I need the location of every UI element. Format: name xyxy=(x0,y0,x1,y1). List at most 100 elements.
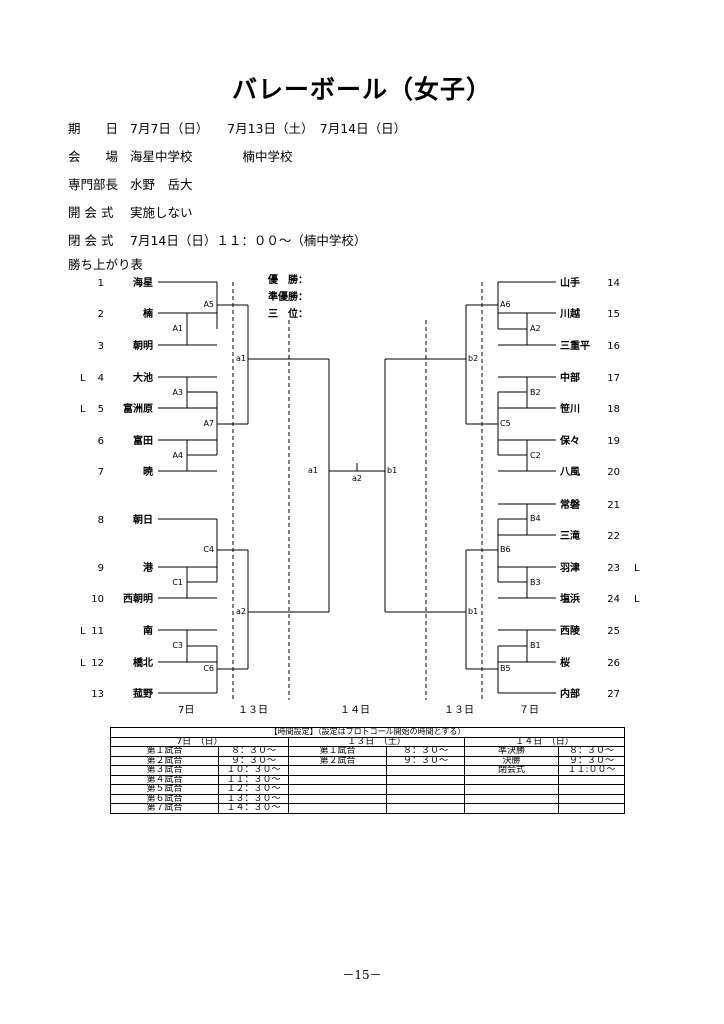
team-number: 22 xyxy=(607,531,620,542)
schedule-cell: 閉会式 xyxy=(464,765,559,776)
team-name: 中部 xyxy=(560,371,580,384)
team-mark: L xyxy=(80,373,86,384)
match-label: B2 xyxy=(530,388,541,397)
team-number: 20 xyxy=(607,467,620,478)
schedule-cell: １１：３０～ xyxy=(218,774,289,785)
bracket-title: 勝ち上がり表 xyxy=(68,257,144,272)
schedule-cell xyxy=(386,765,465,776)
place-third: 三 位： xyxy=(268,307,308,320)
schedule-cell xyxy=(557,784,626,795)
schedule-cell xyxy=(288,765,387,776)
day-divider-lines xyxy=(232,282,483,700)
team-name: 橋北 xyxy=(133,656,153,669)
team-name: 大池 xyxy=(133,371,153,384)
match-label: a2 xyxy=(236,607,246,616)
schedule-cell: 決勝 xyxy=(464,755,559,766)
schedule-cell: 第５試合 xyxy=(110,784,219,795)
match-label: A2 xyxy=(530,324,541,333)
place-runner-up: 準優勝： xyxy=(268,290,308,303)
day-label: １３日 xyxy=(238,705,268,716)
team-name: 川越 xyxy=(559,307,581,320)
info-date: 期 日 7月7日（日） 7月13日（土） 7月14日（日） xyxy=(68,118,406,137)
match-label: b1 xyxy=(468,607,478,616)
schedule-cell xyxy=(464,793,559,804)
match-label: C6 xyxy=(203,664,214,673)
day-label: １４日 xyxy=(340,705,370,716)
bracket-lines xyxy=(158,281,556,694)
schedule-day-header: １３日 （土） xyxy=(288,736,465,747)
schedule-cell: ８：３０～ xyxy=(557,746,626,757)
schedule-cell xyxy=(557,803,626,814)
schedule-cell xyxy=(386,784,465,795)
team-number: 23 xyxy=(607,563,620,574)
match-label: a2 xyxy=(352,474,362,483)
schedule-cell xyxy=(288,784,387,795)
team-name: 富洲原 xyxy=(123,402,153,415)
team-number: 4 xyxy=(98,373,104,384)
schedule-cell: 第４試合 xyxy=(110,774,219,785)
info-label: 期 日 xyxy=(68,121,119,136)
schedule-cell xyxy=(288,774,387,785)
match-label: B1 xyxy=(530,641,541,650)
team-name: 三滝 xyxy=(560,529,580,542)
schedule-cell: ８：３０～ xyxy=(218,746,289,757)
team-number: 15 xyxy=(607,309,620,320)
schedule-cell xyxy=(288,793,387,804)
info-label: 閉 会 式 xyxy=(68,233,114,248)
schedule-cell xyxy=(386,803,465,814)
schedule-cell: 第１試合 xyxy=(110,746,219,757)
team-number: 11 xyxy=(91,626,104,637)
match-label: C2 xyxy=(530,451,541,460)
team-number: 27 xyxy=(607,689,620,700)
schedule-table: 【時間設定】（設定はプロトコール開始の時間とする） 7日 （日） １３日 （土）… xyxy=(109,727,626,814)
info-value: 7月14日（日）１１：００～（楠中学校） xyxy=(130,233,367,248)
day-label: １３日 xyxy=(444,705,474,716)
team-name: 山手 xyxy=(560,276,580,289)
team-name: 楠 xyxy=(142,307,153,320)
match-label: A1 xyxy=(172,324,183,333)
schedule-cell: １２：３０～ xyxy=(218,784,289,795)
team-number: 21 xyxy=(607,500,620,511)
info-label: 会 場 xyxy=(68,149,119,164)
team-number: 18 xyxy=(607,404,620,415)
schedule-header-row: 7日 （日） １３日 （土） １４日 （日） xyxy=(110,736,626,747)
team-number: 14 xyxy=(607,278,620,289)
schedule-cell: ９：３０～ xyxy=(386,755,465,766)
team-number: 13 xyxy=(91,689,104,700)
info-opening: 開 会 式実施しない xyxy=(68,202,193,221)
match-label: A5 xyxy=(203,300,214,309)
schedule-cell: 第６試合 xyxy=(110,793,219,804)
schedule-caption: 【時間設定】（設定はプロトコール開始の時間とする） xyxy=(109,727,626,738)
team-name: 内部 xyxy=(560,687,580,700)
schedule-cell xyxy=(464,774,559,785)
match-label: C5 xyxy=(500,419,511,428)
team-name: 海星 xyxy=(133,276,153,289)
schedule-cell: 第２試合 xyxy=(110,755,219,766)
team-mark: L xyxy=(634,594,640,605)
schedule-cell xyxy=(557,774,626,785)
info-label: 専門部長 xyxy=(68,177,119,192)
match-label: B6 xyxy=(500,545,511,554)
match-label: C1 xyxy=(172,578,183,587)
team-name: 西朝明 xyxy=(123,592,153,605)
match-label: b1 xyxy=(387,466,397,475)
team-mark: L xyxy=(634,563,640,574)
team-name: 塩浜 xyxy=(560,592,580,605)
info-value: 7月7日（日） 7月13日（土） 7月14日（日） xyxy=(130,121,407,136)
team-number: 16 xyxy=(607,341,620,352)
team-number: 1 xyxy=(98,278,104,289)
schedule-cell: 第２試合 xyxy=(288,755,387,766)
schedule-cell: １１:００～ xyxy=(557,765,626,776)
team-number: 24 xyxy=(607,594,620,605)
schedule-caption-row: 【時間設定】（設定はプロトコール開始の時間とする） xyxy=(109,727,626,738)
team-mark: L xyxy=(80,404,86,415)
team-name: 南 xyxy=(143,624,153,637)
team-name: 富田 xyxy=(133,434,153,447)
match-label: B4 xyxy=(530,514,541,523)
team-name: 笹川 xyxy=(560,402,580,415)
match-label: C3 xyxy=(172,641,183,650)
schedule-cell: １３：３０～ xyxy=(218,793,289,804)
